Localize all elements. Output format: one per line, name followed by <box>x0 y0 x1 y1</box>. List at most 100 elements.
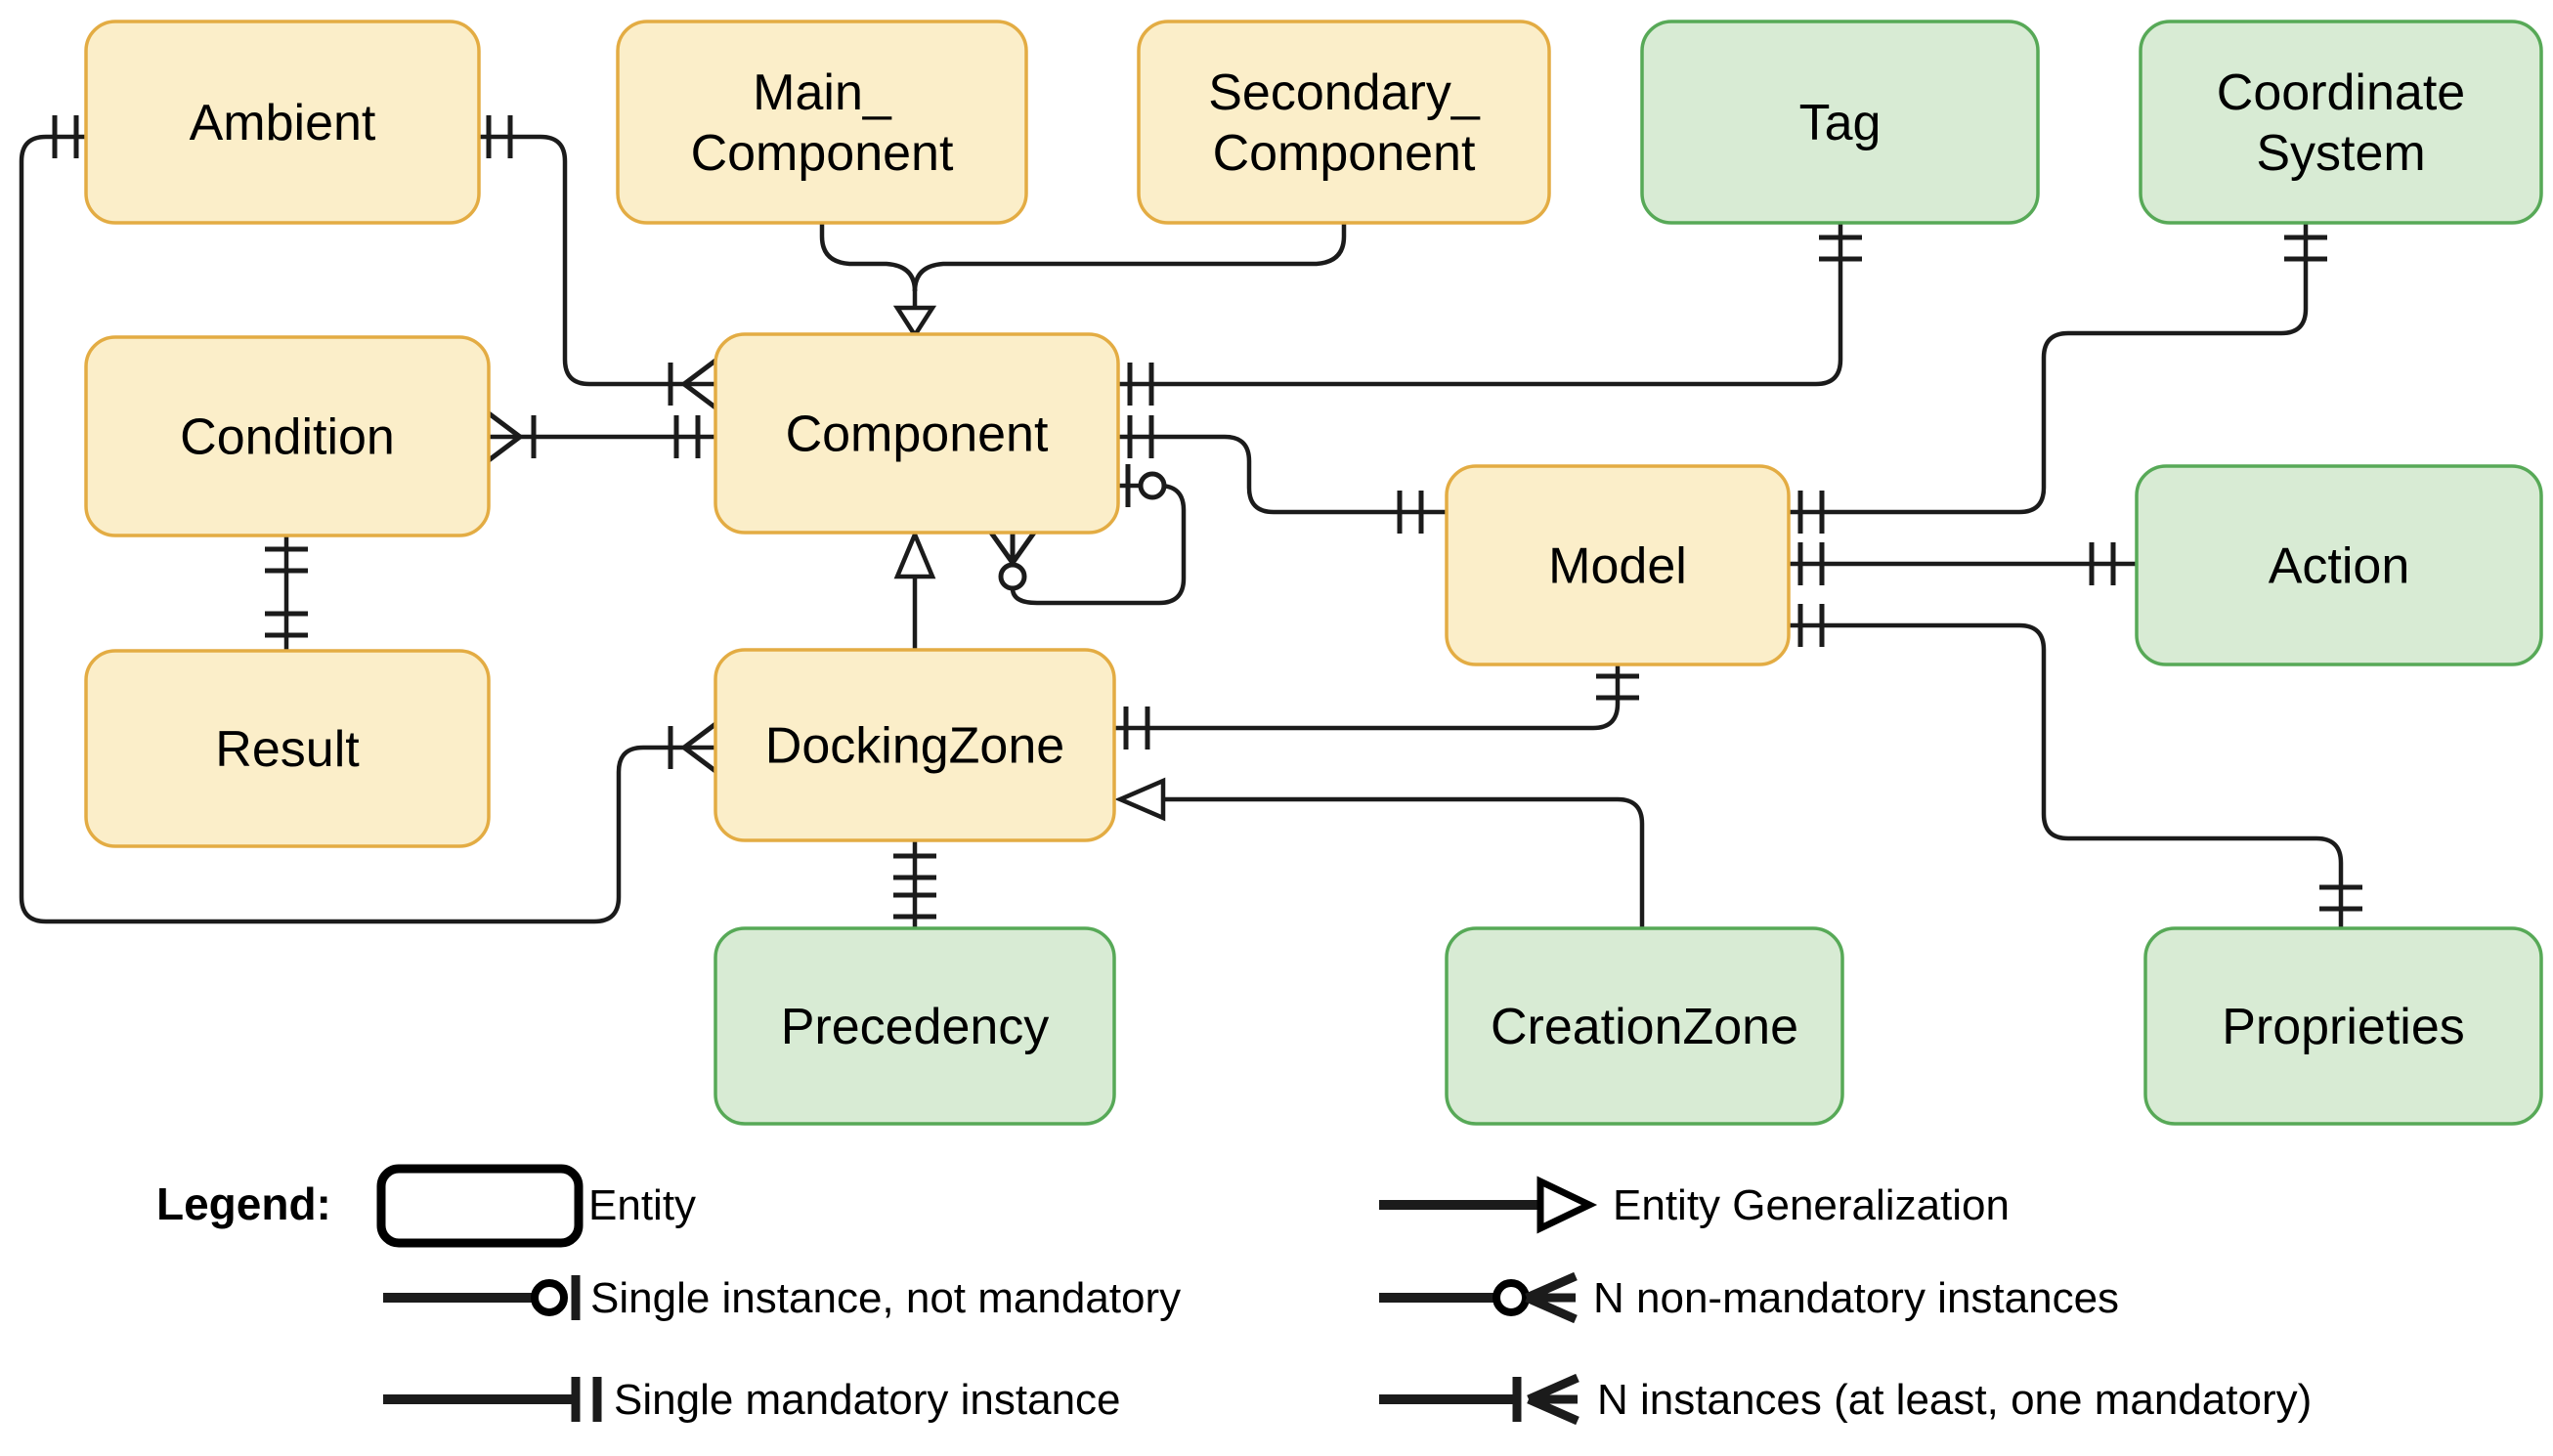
entity-action-label: Action <box>2269 538 2410 595</box>
legend-title: Legend: <box>156 1178 331 1229</box>
marker-single-mandatory <box>1797 604 1825 647</box>
marker-single-mandatory <box>265 611 308 638</box>
entity-condition-box <box>84 335 491 537</box>
entity-model-label: Model <box>1548 538 1687 595</box>
entity-tag: Tag <box>1640 20 2040 225</box>
marker-n-non-mandatory <box>988 531 1037 591</box>
marker-single-mandatory <box>1797 542 1825 585</box>
entity-component-label: Component <box>786 407 1049 463</box>
marker-single-mandatory <box>893 853 936 880</box>
legend-item-single-mandatory-label: Single mandatory instance <box>614 1376 1121 1424</box>
edge-coordinatesystem-model <box>1789 223 2309 515</box>
legend-item-entity: Entity <box>376 1164 696 1248</box>
entity-action-box <box>2135 464 2543 666</box>
legend-item-single-not-mandatory-label: Single instance, not mandatory <box>590 1274 1181 1322</box>
marker-single-mandatory <box>673 415 701 458</box>
entity-model: Model <box>1445 464 1791 666</box>
marker-n-mandatory <box>668 359 717 409</box>
marker-single-mandatory <box>1819 235 1862 262</box>
marker-single-not-mandatory-circle <box>1138 471 1167 500</box>
marker-n-mandatory <box>487 411 537 462</box>
marker-single-mandatory <box>1596 673 1639 701</box>
legend-item-n-mandatory-label: N instances (at least, one mandatory) <box>1597 1376 2312 1424</box>
entity-precedency-label: Precedency <box>781 999 1050 1055</box>
entity-ambient: Ambient <box>84 20 481 225</box>
entity-dockingzone: DockingZone <box>714 648 1116 842</box>
marker-single-mandatory <box>2284 235 2327 262</box>
entity-ambient-label: Ambient <box>190 95 376 151</box>
entity-creationzone-box <box>1445 926 1844 1126</box>
marker-single-mandatory <box>1797 491 1825 534</box>
legend-item-n-mandatory: N instances (at least, one mandatory) <box>1379 1373 2312 1426</box>
entity-secondary_component: Secondary_Component <box>1137 20 1551 225</box>
marker-single-mandatory <box>893 892 936 920</box>
edge-component-self-loop <box>1010 483 1187 606</box>
marker-single-mandatory <box>1127 363 1154 406</box>
entity-main_component-box <box>616 20 1028 225</box>
edge-ambient-component <box>479 134 715 387</box>
legend-item-n-non-mandatory: N non-mandatory instances <box>1379 1271 2119 1324</box>
entity-result-label: Result <box>215 721 360 778</box>
marker-single-mandatory <box>2089 542 2116 585</box>
marker-single-mandatory <box>265 546 308 574</box>
entity-symbol <box>376 1164 584 1248</box>
entity-component-box <box>714 332 1120 535</box>
entity-precedency: Precedency <box>714 926 1116 1126</box>
entity-condition-label: Condition <box>180 409 395 466</box>
entity-tag-box <box>1640 20 2040 225</box>
circle-symbol <box>1493 1279 1530 1316</box>
edge-model-proprieties <box>1789 622 2344 928</box>
marker-single-mandatory <box>2319 884 2362 912</box>
entity-coordinate_system-box <box>2139 20 2543 225</box>
entity-result: Result <box>84 649 491 848</box>
edge-model-dockingzone <box>1114 664 1621 731</box>
edge-component-model <box>1118 434 1447 515</box>
marker-generalization <box>1114 777 1166 822</box>
entity-creationzone: CreationZone <box>1445 926 1844 1126</box>
legend-item-single-not-mandatory: Single instance, not mandatory <box>383 1274 1181 1322</box>
entity-creationzone-label: CreationZone <box>1491 999 1798 1055</box>
entity-action: Action <box>2135 464 2543 666</box>
entity-ambient-box <box>84 20 481 225</box>
entity-main_component-label: Main_Component <box>691 64 954 182</box>
edges <box>19 134 2344 928</box>
edge-tag-component <box>1118 223 1843 387</box>
entity-condition: Condition <box>84 335 491 537</box>
entities: Ambient Main_Component Secondary_Component… <box>84 20 2543 1126</box>
marker-generalization <box>892 305 937 340</box>
entity-result-box <box>84 649 491 848</box>
entity-dockingzone-label: DockingZone <box>765 718 1064 775</box>
relationship-markers <box>52 115 2362 920</box>
entity-main_component: Main_Component <box>616 20 1028 225</box>
circle-symbol <box>531 1279 568 1316</box>
marker-single-mandatory <box>1123 707 1150 749</box>
entity-tag-label: Tag <box>1799 95 1882 151</box>
marker-single-mandatory <box>486 115 513 158</box>
legend-item-generalization: Entity Generalization <box>1379 1176 2010 1234</box>
legend-item-single-mandatory: Single mandatory instance <box>383 1376 1121 1424</box>
entity-proprieties: Proprieties <box>2143 926 2543 1126</box>
entity-secondary_component-label: Secondary_Component <box>1208 64 1481 182</box>
generalization-arrow-symbol <box>1536 1176 1598 1234</box>
marker-single-mandatory <box>1397 491 1424 534</box>
entity-proprieties-label: Proprieties <box>2222 999 2465 1055</box>
marker-n-mandatory <box>668 722 717 773</box>
entity-secondary_component-box <box>1137 20 1551 225</box>
edge-ambient-dockingzone <box>19 134 715 924</box>
legend-item-entity-label: Entity <box>588 1181 696 1229</box>
marker-single-mandatory <box>1127 415 1154 458</box>
marker-single-mandatory <box>52 115 79 158</box>
entity-model-box <box>1445 464 1791 666</box>
edge-maincomponent-junction <box>819 223 918 292</box>
entity-dockingzone-box <box>714 648 1116 842</box>
marker-generalization <box>893 529 936 579</box>
legend-item-n-non-mandatory-label: N non-mandatory instances <box>1593 1274 2119 1322</box>
legend-item-generalization-label: Entity Generalization <box>1613 1181 2010 1229</box>
entity-proprieties-box <box>2143 926 2543 1126</box>
edge-creationzone-dockingzone <box>1163 796 1645 928</box>
